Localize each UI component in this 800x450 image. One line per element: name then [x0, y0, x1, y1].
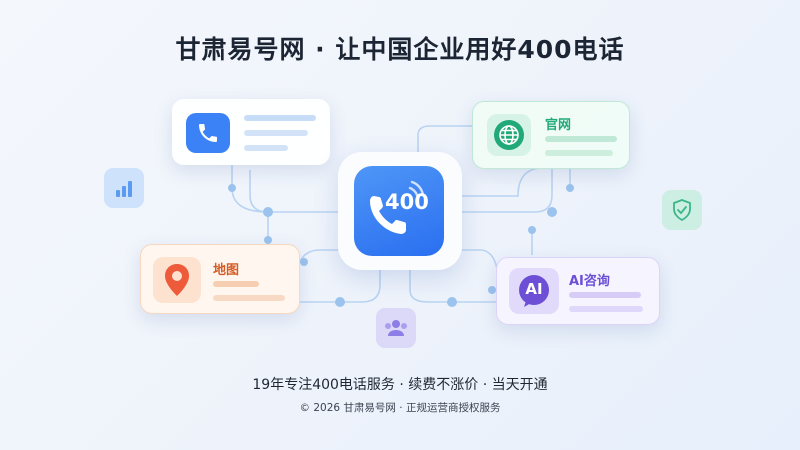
- ai-chat-icon: AI: [509, 268, 559, 314]
- map-card-label: 地图: [213, 263, 240, 278]
- phone-card-line: [244, 115, 316, 121]
- website-card-label: 官网: [545, 118, 572, 133]
- website-card-line: [545, 150, 613, 156]
- phone-card[interactable]: [172, 99, 330, 165]
- ai-card-line: [569, 306, 643, 312]
- website-card-line: [545, 136, 617, 142]
- phone-400-icon: 400: [354, 166, 444, 256]
- shield-icon: [662, 190, 702, 230]
- ai-card-label: AI咨询: [569, 274, 610, 289]
- map-pin-icon: [153, 257, 201, 303]
- phone-icon: [186, 113, 230, 153]
- map-card-line: [213, 295, 285, 301]
- chart-icon: [104, 168, 144, 208]
- copyright: © 2026 甘肃易号网 · 正规运营商授权服务: [299, 402, 501, 414]
- website-card[interactable]: 官网: [472, 101, 630, 169]
- ai-icon-text: AI: [525, 280, 543, 298]
- map-card[interactable]: 地图: [140, 244, 300, 314]
- map-card-line: [213, 281, 259, 287]
- ai-card-line: [569, 292, 641, 298]
- globe-icon: [487, 114, 531, 156]
- center-400-tile[interactable]: 400: [338, 152, 462, 270]
- phone-card-line: [244, 130, 308, 136]
- phone-card-line: [244, 145, 288, 151]
- page-title: 甘肃易号网 · 让中国企业用好400电话: [175, 35, 625, 64]
- ai-card[interactable]: AI AI咨询: [496, 257, 660, 325]
- tagline: 19年专注400电话服务 · 续费不涨价 · 当天开通: [252, 377, 548, 393]
- users-icon: [376, 308, 416, 348]
- center-number: 400: [385, 190, 429, 214]
